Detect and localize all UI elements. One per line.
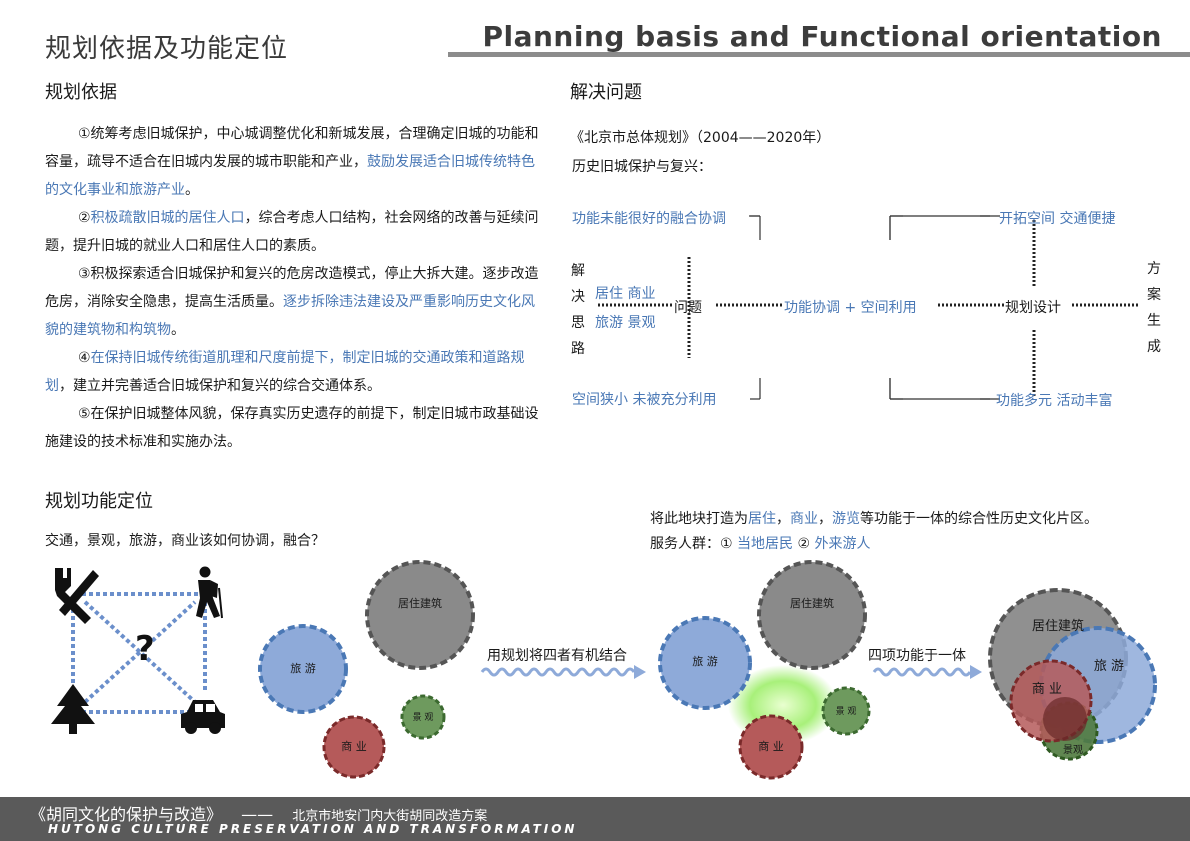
- hiker-icon: [196, 566, 223, 619]
- tourism-circle-2: [658, 616, 752, 710]
- arrow-2-label: 四项功能于一体: [868, 648, 966, 664]
- icons-diagram: ?: [51, 566, 225, 734]
- overlap-core: [1043, 697, 1087, 741]
- svg-text:居住建筑: 居住建筑: [398, 596, 442, 610]
- svg-text:景 观: 景 观: [836, 706, 857, 717]
- svg-text:景 观: 景 观: [413, 712, 434, 723]
- right-vertical-label: 方案生成: [1147, 261, 1161, 355]
- design-label: 规划设计: [1005, 300, 1061, 316]
- svg-text:居住建筑: 居住建筑: [790, 596, 834, 610]
- residential-circle: [365, 560, 475, 670]
- solve-subhead: 历史旧城保护与复兴：: [572, 159, 712, 175]
- footer-title: 《胡同文化的保护与改造》: [30, 805, 223, 824]
- basis-item-3: ③积极探索适合旧城保护和复兴的危房改造模式，停止大拆大建。逐步改造危房，消除安全…: [45, 266, 539, 338]
- positioning-question: 交通，景观，旅游，商业该如何协调，融合？: [45, 533, 325, 549]
- service-groups: 服务人群：① 当地居民 ② 外来游人: [650, 536, 871, 552]
- question-mark: ?: [135, 629, 155, 669]
- solve-reference: 《北京市总体规划》（2004——2020年）: [570, 130, 831, 146]
- restaurant-icon: [55, 568, 99, 624]
- commerce-circle: [322, 715, 386, 779]
- items-line-1: 居住 商业: [595, 286, 656, 302]
- footer-bar: 《胡同文化的保护与改造》 —— 北京市地安门内大街胡同改造方案 HUTONG C…: [0, 797, 1190, 841]
- residential-circle-2: [757, 560, 867, 670]
- result-bottom: 功能多元 活动丰富: [996, 393, 1113, 409]
- basis-highlight-1: 鼓励发展适合旧城传统特色的文化事业和旅游产业: [45, 154, 535, 198]
- circles-stage-1: 居住建筑 旅 游 景 观 商 业: [258, 560, 475, 779]
- arrow-2: [872, 665, 982, 679]
- solve-diagram: [598, 215, 1138, 400]
- basis-item-5: ⑤在保护旧城整体风貌，保存真实历史遗存的前提下，制定旧城市政基础设施建设的技术标…: [45, 406, 539, 450]
- landscape-circle-2: [821, 686, 871, 736]
- svg-text:旅 游: 旅 游: [1094, 659, 1124, 674]
- footer-english: HUTONG CULTURE PRESERVATION AND TRANSFOR…: [48, 822, 578, 836]
- tourism-circle: [258, 624, 348, 714]
- basis-highlight-2: 积极疏散旧城的居住人口: [90, 210, 245, 226]
- basis-item-1: ①统筹考虑旧城保护，中心城调整优化和新城发展，合理确定旧城的功能和容量，疏导不适…: [45, 126, 539, 198]
- basis-item-4: ④在保持旧城传统街道肌理和尺度前提下，制定旧城的交通政策和道路规划，建立并完善适…: [45, 350, 525, 394]
- arrow-1: [480, 665, 646, 679]
- result-top: 开拓空间 交通便捷: [999, 211, 1116, 227]
- tree-icon: [51, 684, 95, 734]
- solve-heading: 解决问题: [570, 82, 642, 103]
- svg-text:景观: 景观: [1063, 744, 1083, 756]
- page-title-zh: 规划依据及功能定位: [45, 34, 289, 64]
- page-title-en: Planning basis and Functional orientatio…: [482, 20, 1162, 53]
- middle-label: 功能协调 + 空间利用: [784, 300, 917, 316]
- svg-text:商 业: 商 业: [341, 739, 367, 753]
- circles-stage-3: 居住建筑 旅 游 商 业 景观: [988, 588, 1157, 761]
- basis-paragraphs: ①统筹考虑旧城保护，中心城调整优化和新城发展，合理确定旧城的功能和容量，疏导不适…: [45, 120, 545, 456]
- footer-title-line: 《胡同文化的保护与改造》 —— 北京市地安门内大街胡同改造方案: [30, 805, 488, 824]
- basis-highlight-4: 在保持旧城传统街道肌理和尺度前提下，制定旧城的交通政策和道路规划: [45, 350, 525, 394]
- landscape-circle: [400, 694, 446, 740]
- footer-subtitle: 北京市地安门内大街胡同改造方案: [292, 809, 488, 824]
- issue-top-left: 功能未能很好的融合协调: [572, 211, 726, 227]
- car-icon: [181, 700, 225, 734]
- svg-text:居住建筑: 居住建筑: [1032, 618, 1084, 634]
- basis-highlight-3: 逐步拆除违法建设及严重影响历史文化风貌的建筑物和构筑物: [45, 294, 535, 338]
- issue-bottom-left: 空间狭小 未被充分利用: [572, 392, 717, 408]
- svg-text:商 业: 商 业: [758, 739, 784, 753]
- arrow-1-label: 用规划将四者有机结合: [487, 648, 627, 664]
- title-rule: [448, 52, 1190, 57]
- svg-text:旅 游: 旅 游: [692, 654, 718, 668]
- positioning-heading: 规划功能定位: [45, 491, 153, 512]
- positioning-goal: 将此地块打造为居住，商业，游览等功能于一体的综合性历史文化片区。: [650, 511, 1098, 527]
- svg-text:商 业: 商 业: [1032, 682, 1062, 697]
- commerce-circle-2: [738, 714, 804, 780]
- basis-heading: 规划依据: [45, 82, 117, 103]
- left-vertical-label: 解决思路: [571, 263, 585, 357]
- svg-text:旅 游: 旅 游: [290, 661, 316, 675]
- problem-label: 问题: [674, 300, 702, 316]
- items-line-2: 旅游 景观: [595, 315, 656, 331]
- circles-stage-2: 居住建筑 旅 游 景 观 商 业: [658, 560, 871, 780]
- basis-item-2: ②积极疏散旧城的居住人口，综合考虑人口结构，社会网络的改善与延续问题，提升旧城的…: [45, 210, 539, 254]
